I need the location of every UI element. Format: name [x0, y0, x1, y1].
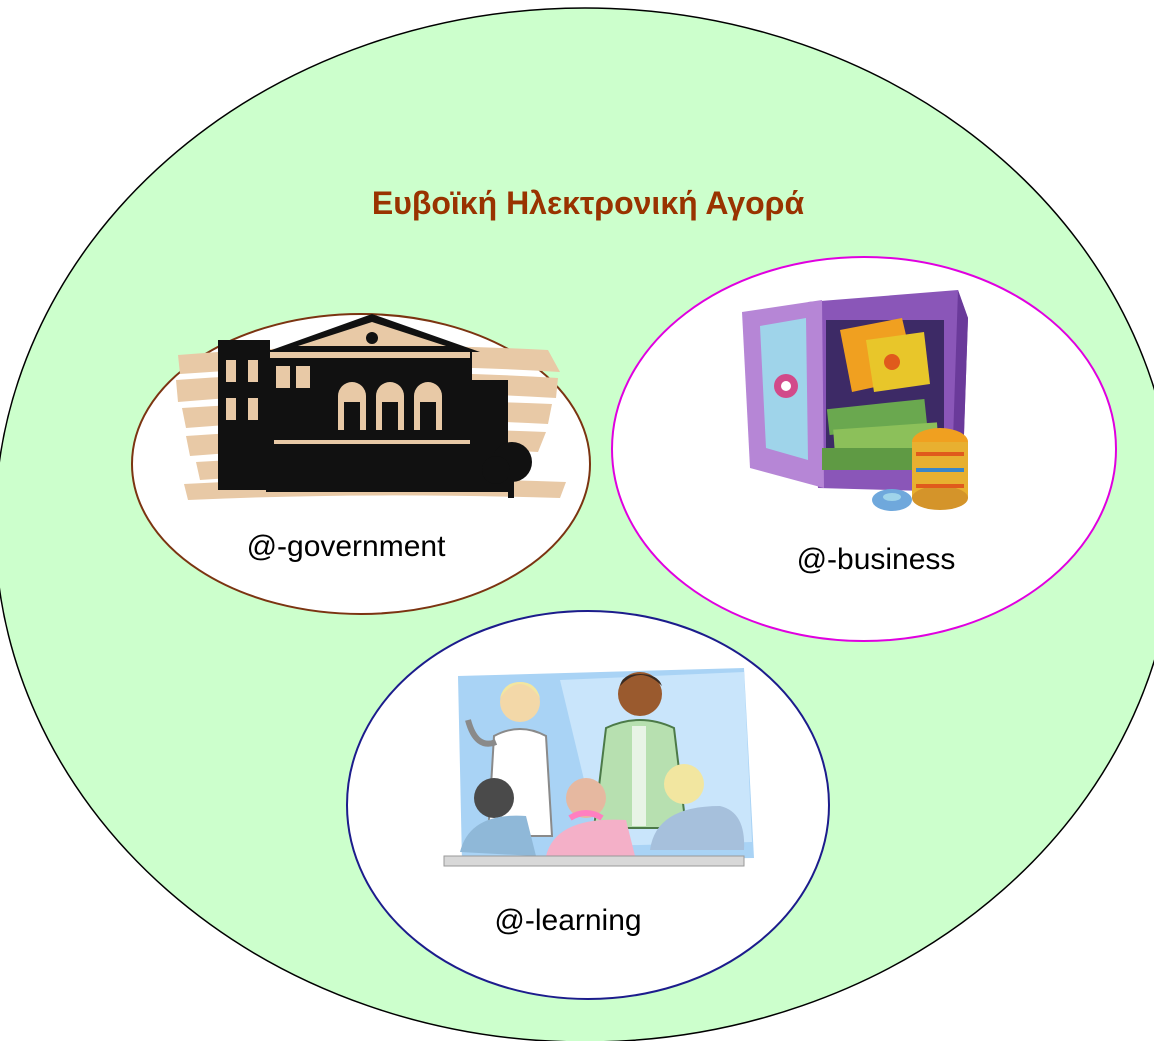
classroom-icon: [443, 668, 754, 867]
learning-label: @-learning: [494, 904, 641, 937]
government-node: @-government: [131, 313, 591, 615]
business-label: @-business: [797, 543, 956, 576]
government-building-icon: [176, 314, 566, 500]
learning-node: @-learning: [346, 610, 830, 1000]
business-node: @-business: [611, 256, 1117, 642]
money-safe-icon: [742, 290, 968, 511]
government-label: @-government: [247, 530, 447, 563]
diagram-title: Ευβοϊκή Ηλεκτρονική Αγορά: [372, 185, 805, 221]
